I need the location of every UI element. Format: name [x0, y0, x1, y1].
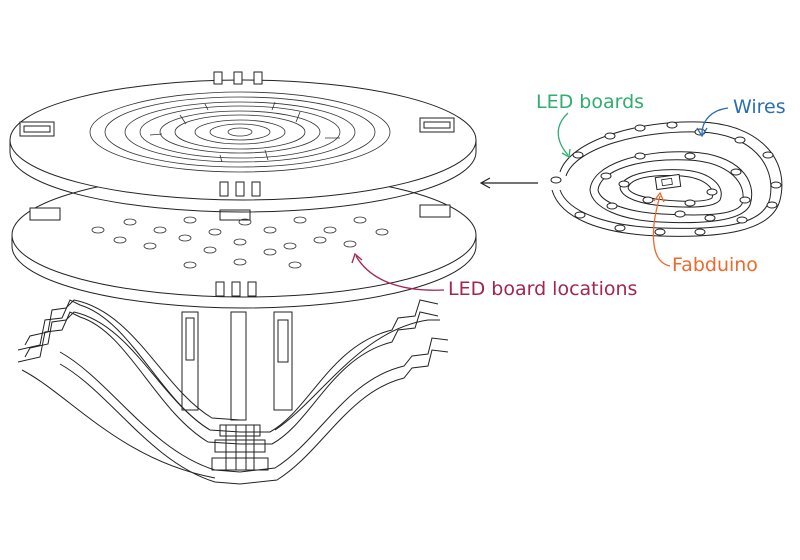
- led-board-locations-label: LED board locations: [448, 278, 638, 300]
- base-legs: [17, 299, 449, 485]
- led-wiring-spiral: [550, 121, 783, 237]
- led-boards-label: LED boards: [536, 91, 645, 113]
- fabduino-chip: [654, 173, 682, 191]
- left-arrow-icon: [479, 177, 538, 189]
- led-locations-leader: [355, 255, 445, 291]
- led-holes: [91, 216, 389, 269]
- maze: [89, 91, 391, 173]
- wires-leader: [701, 107, 729, 135]
- led-boards-leader: [557, 112, 569, 156]
- wires-label: Wires: [733, 96, 786, 118]
- top-plate: [9, 71, 477, 213]
- fabduino-label: Fabduino: [672, 254, 758, 276]
- fabduino-leader: [652, 195, 671, 267]
